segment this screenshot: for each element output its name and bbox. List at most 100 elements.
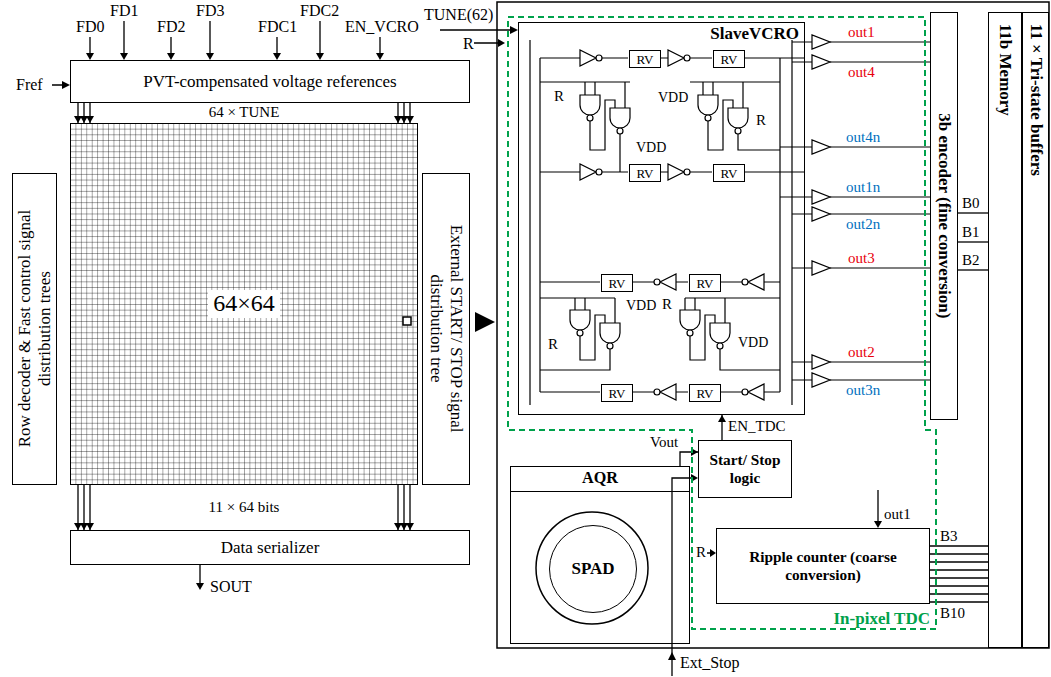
signal-label: FD1 <box>110 2 138 20</box>
connector <box>718 415 726 422</box>
serializer-block: Data serializer <box>70 530 470 565</box>
buffer-symbol <box>812 35 830 387</box>
signal-label: FD0 <box>76 18 104 36</box>
buffer-symbol <box>812 261 830 275</box>
block-label: Start/ Stop logic <box>699 451 791 486</box>
resistor-box: RV <box>689 384 721 402</box>
memory-block: 11b Memory <box>988 12 1022 648</box>
connector <box>394 103 414 123</box>
inverter-symbol <box>654 279 660 285</box>
arrow-head <box>167 53 175 60</box>
signal-label: R <box>548 336 558 353</box>
output-label: out2n <box>846 216 880 233</box>
arrow-head <box>498 39 505 47</box>
resistor-box: RV <box>713 50 745 68</box>
arrow-head <box>273 53 281 60</box>
buffer-symbol <box>812 35 830 49</box>
arrow-head <box>316 53 324 60</box>
connector <box>930 577 988 578</box>
logic-block: Start/ Stop logic <box>698 440 792 498</box>
inverter-symbol <box>580 50 596 66</box>
nand-gate <box>680 310 700 330</box>
inverter-symbol <box>668 50 684 66</box>
connector <box>930 546 988 547</box>
block-label: In-pixel TDC <box>833 609 930 629</box>
resistor-box: RV <box>689 274 721 292</box>
block-label: RV <box>608 387 625 400</box>
nand-gate <box>617 128 623 134</box>
block-label: Ripple counter (coarse conversion) <box>717 548 929 583</box>
connector <box>930 545 988 546</box>
pixel-grid <box>70 123 418 485</box>
pixel-panel <box>497 2 1049 648</box>
nand-gate <box>570 95 748 349</box>
bit-label: B1 <box>962 224 980 241</box>
signal-label: TUNE(62) <box>424 6 493 24</box>
inverter-symbol <box>596 169 602 175</box>
arrow-head <box>86 53 94 60</box>
connector <box>680 452 698 466</box>
oscillator-wire <box>530 40 805 405</box>
bit-label: B0 <box>962 195 980 212</box>
output-label: out2 <box>848 344 875 361</box>
block-label: PVT-compensated voltage references <box>143 72 396 92</box>
connector <box>958 242 988 243</box>
buffer-wire <box>805 42 930 380</box>
connector <box>930 562 988 563</box>
block-label: SlaveVCRO <box>710 24 799 44</box>
connector <box>958 241 988 242</box>
nand-gate <box>580 95 600 115</box>
block-label: RV <box>720 167 737 180</box>
inverter-symbol <box>748 384 764 400</box>
buffer-block: 11 × Tri-state buffers <box>1022 12 1049 648</box>
connector <box>74 103 94 123</box>
buffer-symbol <box>812 190 830 204</box>
pixel-marker <box>403 317 411 325</box>
arrow-head <box>62 26 518 590</box>
spad-ring <box>536 512 648 624</box>
arrow-head <box>62 81 70 89</box>
buffer-symbol <box>812 373 830 387</box>
nand-gate <box>717 343 723 349</box>
bit-label: B3 <box>940 528 958 545</box>
output-label: out1 <box>848 24 875 41</box>
nand-gate <box>607 343 613 349</box>
region-outline <box>507 16 936 630</box>
buffer-symbol <box>812 140 830 154</box>
signal-label: out1 <box>884 506 911 523</box>
connector <box>930 585 988 586</box>
signal-label: FD2 <box>157 18 185 36</box>
connector <box>718 415 726 440</box>
resistor-box: RV <box>601 274 633 292</box>
nand-gate <box>570 310 590 330</box>
supply-label: VDD <box>636 140 666 155</box>
nand-gate <box>577 330 583 336</box>
input-wire <box>52 21 511 583</box>
connector <box>930 578 988 579</box>
inverter-symbol <box>684 55 690 61</box>
nand-gate <box>728 108 748 128</box>
output-label: out1n <box>846 179 880 196</box>
resistor-box: RV <box>601 384 633 402</box>
output-label: out3 <box>848 250 875 267</box>
signal-label: FD3 <box>196 2 224 20</box>
signal-label: R <box>696 544 706 561</box>
connector <box>86 523 94 530</box>
signal-label: R <box>463 35 474 53</box>
connector <box>406 116 414 123</box>
connector <box>74 485 94 530</box>
output-label: out3n <box>846 382 880 399</box>
bit-label: Vout <box>650 434 678 451</box>
signal-label: R <box>662 296 672 313</box>
connector <box>406 523 414 530</box>
connector <box>86 116 94 123</box>
block-label: 3b encoder (fine conversion) <box>934 24 954 408</box>
signal-label: FDC2 <box>300 2 339 20</box>
block-label: SPAD <box>571 559 614 579</box>
inverter-symbol <box>748 274 764 290</box>
connector <box>930 561 988 562</box>
nand-gate <box>600 323 620 343</box>
inverter-symbol <box>654 389 660 395</box>
nand-gate <box>735 128 741 134</box>
